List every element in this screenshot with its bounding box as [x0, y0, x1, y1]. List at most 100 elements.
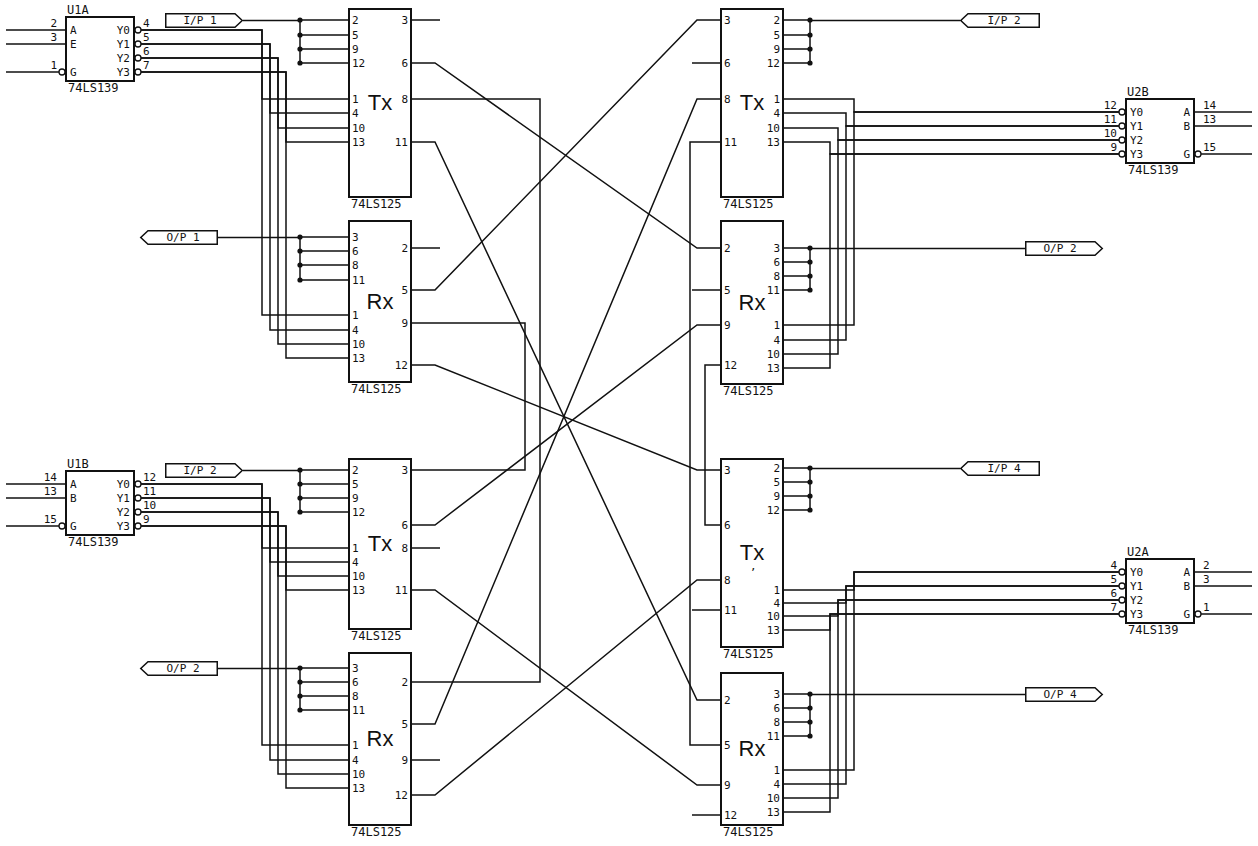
- pin-number: 13: [767, 807, 780, 818]
- pin-number: 9: [773, 44, 780, 55]
- inversion-bubble: [135, 41, 141, 47]
- pin-number: 5: [1110, 574, 1117, 585]
- junction-dot: [807, 32, 812, 37]
- pin-number: 5: [352, 479, 359, 490]
- chip-function: Tx: [368, 533, 392, 555]
- chip-function: Rx: [367, 291, 394, 313]
- pin-name: Y1: [1130, 581, 1143, 592]
- part-number: 74LS125: [723, 385, 774, 397]
- junction-dot: [807, 507, 812, 512]
- wire: [243, 470, 348, 512]
- pin-number: 9: [1110, 142, 1117, 153]
- junction-dot: [297, 262, 302, 267]
- port-name: I/P 2: [183, 465, 216, 476]
- part-number: 74LS125: [351, 630, 402, 642]
- wire: [141, 30, 348, 358]
- pin-number: 7: [1110, 602, 1117, 613]
- input-wire: [6, 71, 59, 73]
- pin-number: 4: [773, 335, 780, 346]
- unused-pin: [692, 609, 720, 611]
- pin-number: 6: [352, 677, 359, 688]
- pin-number: 5: [401, 285, 408, 296]
- chip-function: Tx: [368, 92, 392, 114]
- inversion-bubble: [135, 69, 141, 75]
- pin-name: Y3: [117, 521, 130, 532]
- pin-name: Y2: [117, 53, 130, 64]
- port-name: O/P 4: [1043, 689, 1076, 700]
- pin-number: 10: [352, 123, 365, 134]
- input-wire: [6, 483, 65, 485]
- flag-shape: [166, 464, 243, 478]
- pin-number: 2: [352, 465, 359, 476]
- junction-dot: [297, 495, 302, 500]
- part-number: 74LS125: [351, 383, 402, 395]
- pin-number: 2: [352, 15, 359, 26]
- pin-number: 9: [401, 755, 408, 766]
- pin-number: 12: [395, 790, 408, 801]
- junction-dot: [807, 46, 812, 51]
- pin-name: Y2: [117, 507, 130, 518]
- pin-number: 12: [352, 58, 365, 69]
- pin-number: 10: [1104, 128, 1117, 139]
- flag-shape: [166, 14, 243, 28]
- junction-dot: [807, 733, 812, 738]
- pin-number: 6: [1110, 588, 1117, 599]
- pin-number: 15: [1203, 142, 1216, 153]
- pin-name: Y1: [117, 39, 130, 50]
- chip-function: Tx: [740, 92, 764, 114]
- pin-number: 6: [773, 703, 780, 714]
- junction-dot: [297, 277, 302, 282]
- pin-name: B: [70, 493, 77, 504]
- pin-number: 1: [352, 94, 359, 105]
- wire: [784, 572, 1119, 630]
- wire: [243, 20, 348, 63]
- pin-number: 1: [352, 740, 359, 751]
- pin-number: 5: [143, 32, 150, 43]
- junction-dot: [297, 234, 302, 239]
- pin-number: 6: [401, 520, 408, 531]
- junction-dot: [297, 60, 302, 65]
- pin-number: 9: [352, 44, 359, 55]
- pin-number: 3: [1203, 574, 1210, 585]
- pin-number: 3: [401, 465, 408, 476]
- input-wire: [1195, 125, 1252, 127]
- flag-shape: [1026, 688, 1103, 702]
- flag-shape: [141, 662, 218, 676]
- junction-dot: [807, 691, 812, 696]
- junction-dot: [297, 679, 302, 684]
- unused-pin: [412, 247, 440, 249]
- pin-number: 3: [50, 32, 57, 43]
- pin-number: 11: [352, 705, 365, 716]
- pin-number: 4: [352, 325, 359, 336]
- chip-function: Rx: [739, 738, 766, 760]
- input-wire: [1201, 613, 1252, 615]
- pin-number: 4: [773, 779, 780, 790]
- pin-number: 9: [724, 780, 731, 791]
- pin-number: 11: [395, 585, 408, 596]
- pin-number: 11: [143, 486, 156, 497]
- pin-number: 1: [773, 94, 780, 105]
- pin-number: 12: [352, 507, 365, 518]
- junction-dot: [297, 467, 302, 472]
- input-wire: [1201, 153, 1252, 155]
- chip-function: Rx: [367, 728, 394, 750]
- inversion-bubble: [135, 495, 141, 501]
- pin-number: 6: [143, 46, 150, 57]
- inversion-bubble: [135, 55, 141, 61]
- pin-number: 1: [352, 310, 359, 321]
- pin-number: 3: [773, 243, 780, 254]
- reference-designator: U2B: [1127, 86, 1149, 98]
- pin-name: Y0: [1130, 567, 1143, 578]
- wire: [412, 142, 720, 700]
- junction-dot: [807, 245, 812, 250]
- input-wire: [1195, 111, 1252, 113]
- pin-number: 3: [401, 15, 408, 26]
- port-name: I/P 4: [987, 463, 1020, 474]
- wire: [141, 484, 348, 788]
- pin-number: 12: [724, 810, 737, 821]
- wire: [412, 99, 540, 682]
- pin-number: 9: [143, 514, 150, 525]
- port-flag: I/P 1: [165, 13, 243, 28]
- input-wire: [6, 525, 59, 527]
